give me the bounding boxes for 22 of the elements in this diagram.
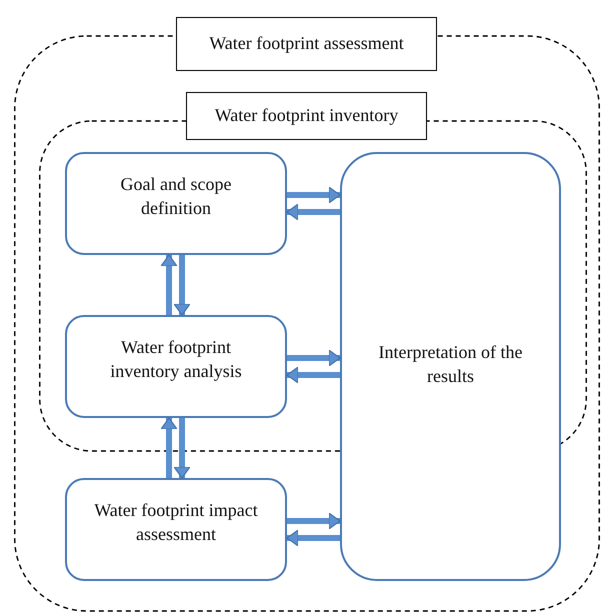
- block-arrow: [286, 366, 340, 384]
- box-label: Goal and scope definition: [120, 173, 232, 220]
- region-heading: Water footprint assessment: [176, 17, 437, 71]
- block-arrow: [287, 350, 340, 366]
- process-box: [65, 478, 287, 581]
- dashed-region: [39, 92, 587, 452]
- region-heading: Water footprint inventory: [186, 92, 427, 140]
- block-arrow: [287, 512, 340, 530]
- block-arrow: [160, 254, 178, 315]
- block-arrow: [287, 186, 340, 204]
- process-box: [340, 152, 561, 581]
- process-box: [65, 152, 287, 255]
- block-arrow: [286, 530, 340, 546]
- box-label: Interpretation of the results: [378, 341, 524, 388]
- process-box: [65, 315, 287, 418]
- block-arrow: [160, 418, 178, 478]
- box-label: Water footprint inventory analysis: [109, 336, 243, 383]
- block-arrow: [286, 204, 340, 220]
- dashed-region: [14, 17, 600, 612]
- box-label: Water footprint impact assessment: [93, 499, 259, 546]
- block-arrow: [174, 418, 190, 478]
- block-arrow: [174, 255, 190, 316]
